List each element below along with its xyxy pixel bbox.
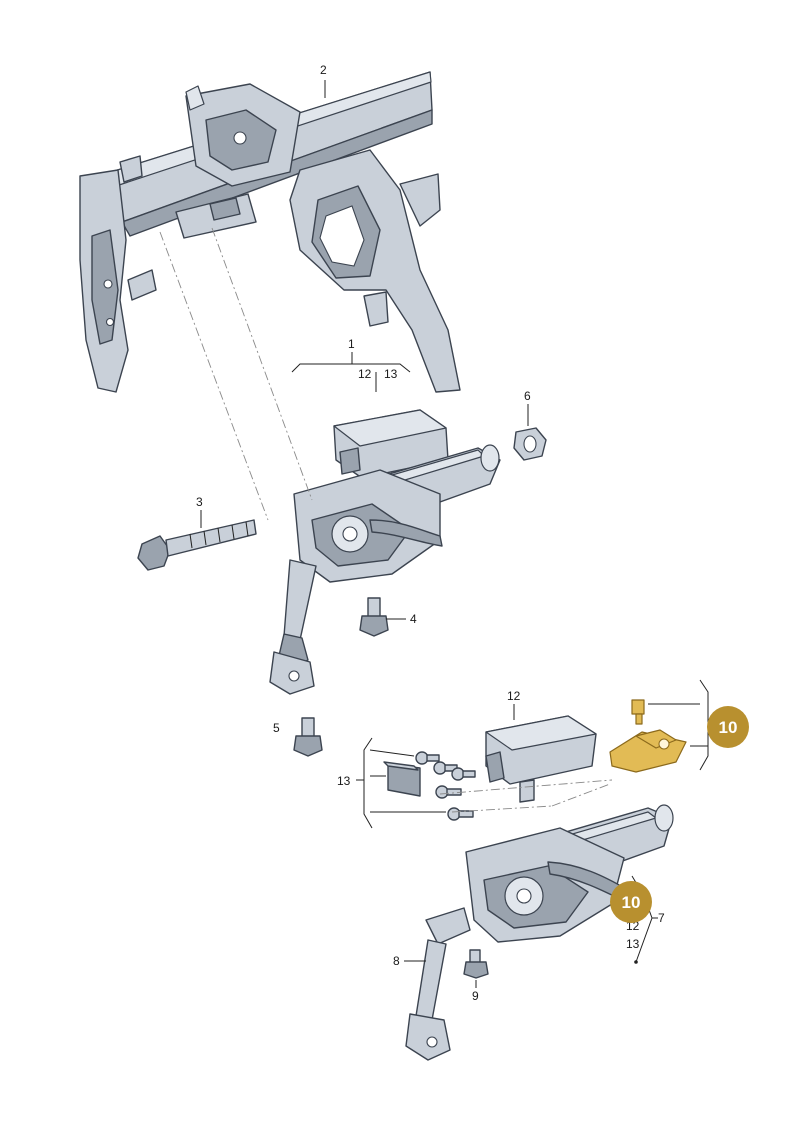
label-7: 7 xyxy=(658,911,665,925)
control-unit-part[interactable] xyxy=(485,715,597,803)
cross-member-part[interactable] xyxy=(79,71,461,393)
label-3: 3 xyxy=(196,495,203,509)
assembly-guide-lines xyxy=(159,227,613,813)
highlighted-bracket-part[interactable] xyxy=(609,699,687,773)
badge-lower-text: 10 xyxy=(622,893,641,912)
label-9: 9 xyxy=(472,989,479,1003)
screw-part[interactable] xyxy=(463,949,489,979)
screw-part[interactable] xyxy=(359,597,389,637)
badge-lower[interactable]: 10 xyxy=(610,881,652,923)
hex-bolt-part[interactable] xyxy=(137,519,257,571)
screw-part[interactable] xyxy=(293,717,323,757)
label-12-top: 12 xyxy=(358,367,372,381)
label-1: 1 xyxy=(348,337,355,351)
label-13-low: 13 xyxy=(626,937,640,951)
leader-dot xyxy=(634,960,638,964)
nut-part[interactable] xyxy=(513,427,547,461)
label-13-top: 13 xyxy=(384,367,398,381)
label-2: 2 xyxy=(320,63,327,77)
label-4: 4 xyxy=(410,612,417,626)
label-12-mid: 12 xyxy=(507,689,521,703)
label-13-mid: 13 xyxy=(337,774,351,788)
badge-upper-text: 10 xyxy=(719,718,738,737)
steering-column-assembly-lower[interactable] xyxy=(405,804,674,1061)
badge-upper[interactable]: 10 xyxy=(707,706,749,748)
steering-column-part[interactable] xyxy=(269,409,501,695)
label-6: 6 xyxy=(524,389,531,403)
small-fastener-set[interactable] xyxy=(383,751,476,821)
label-5: 5 xyxy=(273,721,280,735)
label-8: 8 xyxy=(393,954,400,968)
